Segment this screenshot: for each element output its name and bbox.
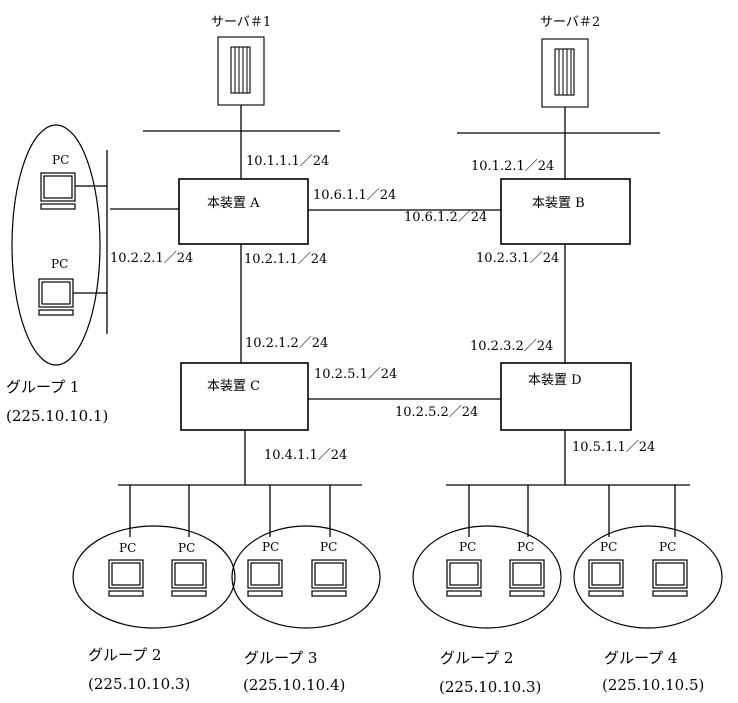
addr-a-right: 10.6.1.1／24	[313, 188, 396, 203]
pc-label: PC	[119, 541, 136, 555]
addr-d-down: 10.5.1.1／24	[572, 440, 655, 455]
pc-label: PC	[459, 540, 476, 554]
addr-b-up: 10.1.2.1／24	[471, 159, 554, 174]
group-3-name: グループ 3	[244, 649, 317, 667]
server-1-icon	[217, 36, 265, 106]
pc-icon	[38, 278, 74, 316]
pc-icon	[108, 559, 144, 597]
router-d-label: 本装置 D	[528, 373, 582, 388]
addr-b-left: 10.6.1.2／24	[404, 210, 487, 225]
server-2-label: サーバ＃2	[540, 15, 600, 30]
pc-label: PC	[262, 540, 279, 554]
router-d	[500, 362, 632, 431]
addr-c-down: 10.4.1.1／24	[264, 448, 347, 463]
addr-d-left: 10.2.5.2／24	[395, 405, 478, 420]
addr-a-up: 10.1.1.1／24	[246, 154, 329, 169]
router-b-label: 本装置 B	[532, 196, 585, 211]
group-1-ellipse	[11, 124, 101, 366]
group-3-addr: (225.10.10.4)	[243, 676, 345, 694]
group-3-ellipse	[231, 525, 381, 629]
pc-label: PC	[51, 257, 68, 271]
addr-a-down: 10.2.1.1／24	[244, 252, 327, 267]
group-1-addr: (225.10.10.1)	[6, 407, 108, 425]
group-2b-addr: (225.10.10.3)	[439, 678, 541, 696]
pc-icon	[171, 559, 207, 597]
group-4-ellipse	[573, 525, 723, 629]
pc-icon	[446, 559, 482, 597]
group-2a-name: グループ 2	[88, 646, 161, 664]
pc-icon	[40, 172, 76, 210]
pc-icon	[588, 559, 624, 597]
pc-label: PC	[517, 540, 534, 554]
addr-c-right: 10.2.5.1／24	[314, 367, 397, 382]
router-b	[500, 178, 631, 245]
group-4-name: グループ 4	[604, 649, 677, 667]
group-2a-ellipse	[72, 525, 236, 629]
pc-label: PC	[52, 153, 69, 167]
router-a-label: 本装置 A	[207, 196, 260, 211]
pc-icon	[652, 559, 688, 597]
addr-c-up: 10.2.1.2／24	[245, 336, 328, 351]
group-4-addr: (225.10.10.5)	[602, 676, 704, 694]
group-2b-ellipse	[412, 525, 562, 629]
router-c-label: 本装置 C	[207, 379, 260, 394]
addr-a-left: 10.2.2.1／24	[110, 251, 193, 266]
pc-icon	[247, 559, 283, 597]
server-1-label: サーバ＃1	[211, 15, 271, 30]
server-2-icon	[541, 38, 589, 108]
pc-label: PC	[178, 541, 195, 555]
group-1-name: グループ 1	[6, 378, 79, 396]
pc-label: PC	[320, 540, 337, 554]
group-2b-name: グループ 2	[440, 649, 513, 667]
pc-label: PC	[659, 540, 676, 554]
group-2a-addr: (225.10.10.3)	[88, 675, 190, 693]
router-c	[180, 362, 309, 431]
router-a	[178, 178, 309, 245]
addr-d-up: 10.2.3.2／24	[470, 339, 553, 354]
pc-icon	[509, 559, 545, 597]
pc-icon	[311, 559, 347, 597]
pc-label: PC	[600, 540, 617, 554]
addr-b-down: 10.2.3.1／24	[476, 251, 559, 266]
